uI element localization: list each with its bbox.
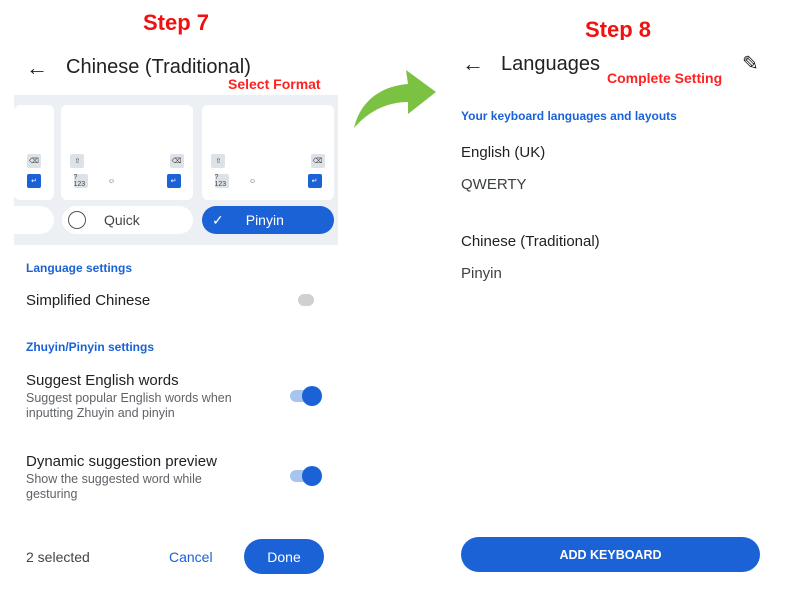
page-title: Languages [501, 53, 600, 75]
zhuyin-pinyin-settings-heading: Zhuyin/Pinyin settings [26, 340, 155, 354]
keyboard-preview-pinyin[interactable]: ⇧⌫ ?123☺↵ [202, 105, 334, 200]
language-name[interactable]: Chinese (Traditional) [461, 233, 600, 250]
layout-option-quick[interactable]: Quick [62, 206, 193, 234]
radio-unchecked-icon [68, 211, 86, 229]
page-title: Chinese (Traditional) [66, 56, 251, 78]
back-arrow-icon[interactable]: ← [26, 55, 48, 80]
layout-option-partial[interactable] [14, 206, 54, 234]
annotation-select-format: Select Format [228, 76, 321, 92]
selected-count: 2 selected [26, 549, 90, 565]
back-arrow-icon[interactable]: ← [462, 51, 484, 76]
language-layout: Pinyin [461, 265, 502, 282]
layout-option-pinyin[interactable]: ✓ Pinyin [202, 206, 334, 234]
dynamic-preview-title: Dynamic suggestion preview [26, 453, 217, 470]
annotation-complete-setting: Complete Setting [607, 70, 723, 86]
green-arrow-icon [354, 70, 436, 128]
step-8-label: Step 8 [585, 17, 652, 42]
simplified-chinese-toggle[interactable] [298, 294, 314, 306]
suggest-english-toggle[interactable] [290, 386, 322, 406]
layout-label: Quick [104, 212, 140, 228]
step-7-label: Step 7 [143, 10, 210, 35]
edit-pencil-icon[interactable]: ✎ [742, 53, 759, 75]
keyboard-preview-quick[interactable]: ⇧⌫ ?123☺↵ [61, 105, 193, 200]
check-icon: ✓ [212, 211, 224, 228]
keyboard-preview-partial: ⌫↵ [14, 105, 54, 200]
cancel-button[interactable]: Cancel [169, 549, 213, 565]
add-keyboard-button[interactable]: ADD KEYBOARD [461, 537, 760, 572]
language-settings-heading: Language settings [26, 261, 133, 275]
keyboard-languages-heading: Your keyboard languages and layouts [461, 109, 677, 123]
language-name[interactable]: English (UK) [461, 144, 546, 161]
dynamic-preview-toggle[interactable] [290, 466, 322, 486]
suggest-english-desc: Suggest popular English words when input… [26, 391, 232, 420]
layout-label: Pinyin [245, 212, 284, 228]
language-layout: QWERTY [461, 176, 527, 193]
done-button[interactable]: Done [244, 539, 324, 574]
simplified-chinese-label: Simplified Chinese [26, 292, 151, 309]
suggest-english-title: Suggest English words [26, 372, 179, 389]
dynamic-preview-desc: Show the suggested word while gesturing [26, 472, 202, 501]
right-screen [450, 40, 776, 578]
